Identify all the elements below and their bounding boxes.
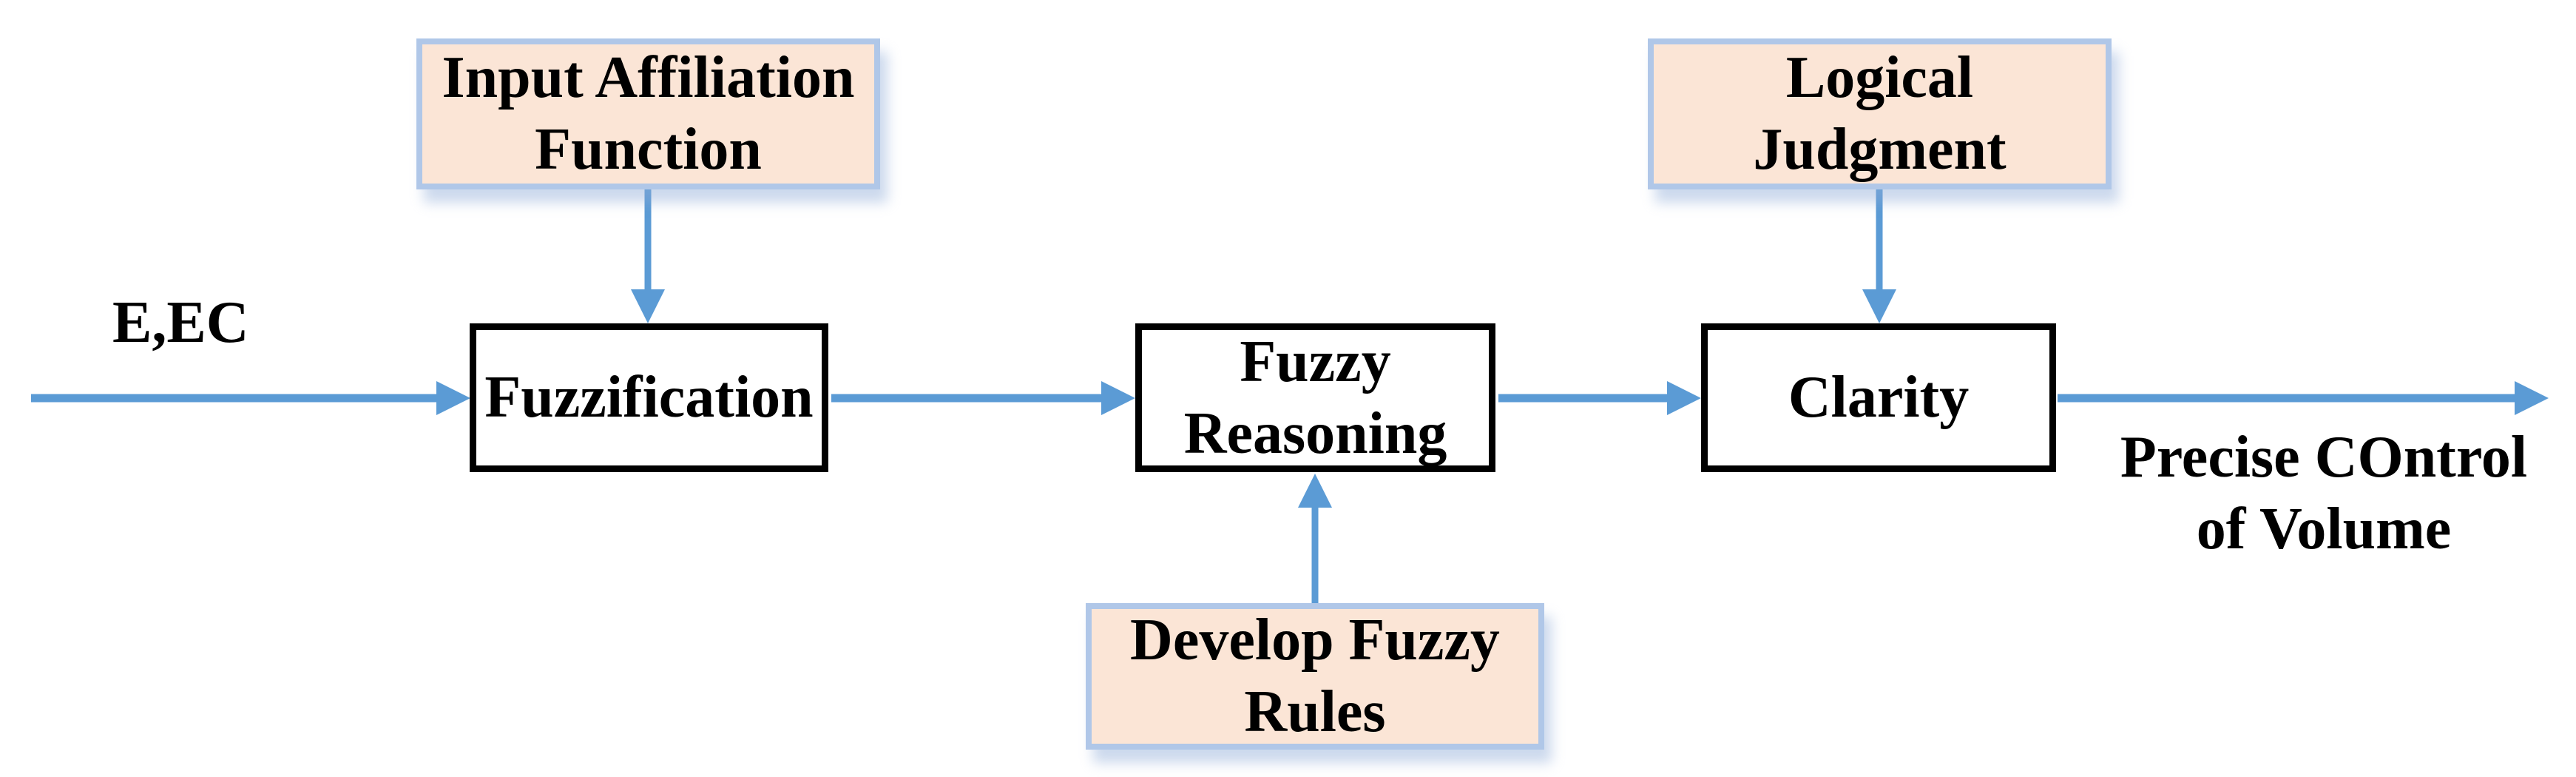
- arrow-develop-rules-to-fuzzy-reasoning: [1298, 474, 1332, 611]
- fuzzy-reasoning-box: Fuzzy Reasoning: [1135, 323, 1495, 472]
- arrow-input-signal-to-fuzzification: [31, 381, 470, 415]
- clarity-box: Clarity: [1701, 323, 2056, 472]
- logical-judgment-label-line1: Logical: [1785, 45, 1974, 110]
- fuzzy-reasoning-label-line2: Reasoning: [1183, 400, 1447, 466]
- input-signal-label: E,EC: [112, 290, 249, 355]
- logical-judgment-box: Logical Judgment: [1648, 38, 2112, 189]
- fuzzification-box: Fuzzification: [470, 323, 828, 472]
- input-affiliation-function-label-line2: Function: [535, 117, 762, 182]
- output-label-line2: of Volume: [2196, 497, 2452, 562]
- logical-judgment-label-line2: Judgment: [1753, 117, 2007, 182]
- clarity-label: Clarity: [1788, 365, 1970, 430]
- arrow-logical-judgment-to-clarity: [1862, 188, 1896, 323]
- arrow-clarity-to-output: [2058, 381, 2549, 415]
- arrow-fuzzy-reasoning-to-clarity: [1498, 381, 1701, 415]
- develop-fuzzy-rules-label-line2: Rules: [1244, 679, 1386, 744]
- develop-fuzzy-rules-box: Develop Fuzzy Rules: [1086, 603, 1544, 750]
- develop-fuzzy-rules-label-line1: Develop Fuzzy: [1130, 608, 1500, 673]
- fuzzification-label: Fuzzification: [484, 365, 814, 430]
- input-affiliation-function-label-line1: Input Affiliation: [442, 45, 855, 110]
- arrow-input-affiliation-to-fuzzification: [631, 188, 665, 323]
- output-label: Precise COntrol of Volume: [2092, 422, 2556, 565]
- fuzzy-reasoning-label-line1: Fuzzy: [1240, 329, 1391, 394]
- output-label-line1: Precise COntrol: [2120, 425, 2528, 490]
- arrow-fuzzification-to-fuzzy-reasoning: [831, 381, 1135, 415]
- input-affiliation-function-box: Input Affiliation Function: [416, 38, 880, 189]
